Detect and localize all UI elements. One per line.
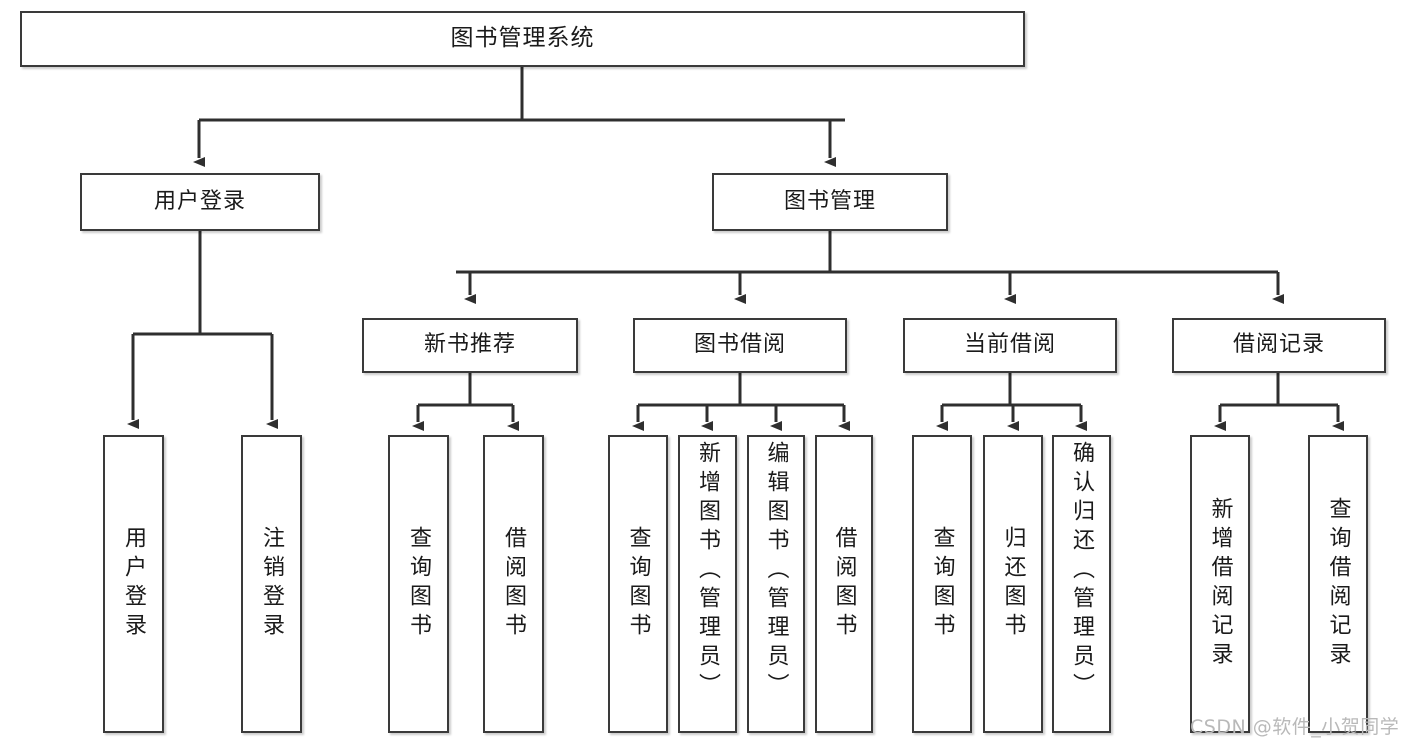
node-book-manage[interactable]: 图书管理 <box>712 173 948 231</box>
node-leaf-add-book[interactable]: 新增图书（管理员） <box>678 435 737 733</box>
node-leaf-query-book-3-label: 查询图书 <box>929 526 955 642</box>
node-leaf-borrow-book-2[interactable]: 借阅图书 <box>815 435 873 733</box>
node-leaf-add-book-label: 新增图书（管理员） <box>695 441 721 702</box>
node-book-borrow-label: 图书借阅 <box>693 332 786 358</box>
node-leaf-edit-book[interactable]: 编辑图书（管理员） <box>747 435 805 733</box>
node-leaf-borrow-book-2-label: 借阅图书 <box>831 526 857 642</box>
node-leaf-confirm-return-label: 确认归还（管理员） <box>1069 441 1095 702</box>
node-leaf-edit-book-label: 编辑图书（管理员） <box>763 441 789 702</box>
node-leaf-logout[interactable]: 注销登录 <box>241 435 302 733</box>
node-leaf-query-book-2[interactable]: 查询图书 <box>608 435 668 733</box>
node-leaf-query-book-3[interactable]: 查询图书 <box>912 435 972 733</box>
node-user-login-label: 用户登录 <box>153 188 246 214</box>
node-leaf-logout-label: 注销登录 <box>259 526 285 642</box>
node-leaf-add-record[interactable]: 新增借阅记录 <box>1190 435 1250 733</box>
node-new-book-rec[interactable]: 新书推荐 <box>362 318 578 373</box>
node-current-borrow-label: 当前借阅 <box>963 332 1056 358</box>
watermark: CSDN @软件_小贺同学 <box>1190 716 1400 738</box>
node-root-label: 图书管理系统 <box>450 25 595 52</box>
node-leaf-add-record-label: 新增借阅记录 <box>1207 497 1233 671</box>
node-user-login[interactable]: 用户登录 <box>80 173 320 231</box>
node-leaf-query-book-1[interactable]: 查询图书 <box>388 435 449 733</box>
node-leaf-user-login-label: 用户登录 <box>121 526 147 642</box>
node-book-manage-label: 图书管理 <box>783 188 876 214</box>
node-leaf-borrow-book-1-label: 借阅图书 <box>501 526 527 642</box>
node-leaf-query-record-label: 查询借阅记录 <box>1325 497 1351 671</box>
node-leaf-user-login[interactable]: 用户登录 <box>103 435 164 733</box>
node-leaf-query-book-2-label: 查询图书 <box>625 526 651 642</box>
node-borrow-record-label: 借阅记录 <box>1232 332 1325 358</box>
node-leaf-query-record[interactable]: 查询借阅记录 <box>1308 435 1368 733</box>
node-borrow-record[interactable]: 借阅记录 <box>1172 318 1386 373</box>
node-new-book-rec-label: 新书推荐 <box>423 332 516 358</box>
node-leaf-query-book-1-label: 查询图书 <box>406 526 432 642</box>
node-root[interactable]: 图书管理系统 <box>20 11 1025 67</box>
node-leaf-return-book[interactable]: 归还图书 <box>983 435 1043 733</box>
node-leaf-return-book-label: 归还图书 <box>1000 526 1026 642</box>
node-book-borrow[interactable]: 图书借阅 <box>633 318 847 373</box>
node-leaf-confirm-return[interactable]: 确认归还（管理员） <box>1052 435 1111 733</box>
node-leaf-borrow-book-1[interactable]: 借阅图书 <box>483 435 544 733</box>
node-current-borrow[interactable]: 当前借阅 <box>903 318 1117 373</box>
